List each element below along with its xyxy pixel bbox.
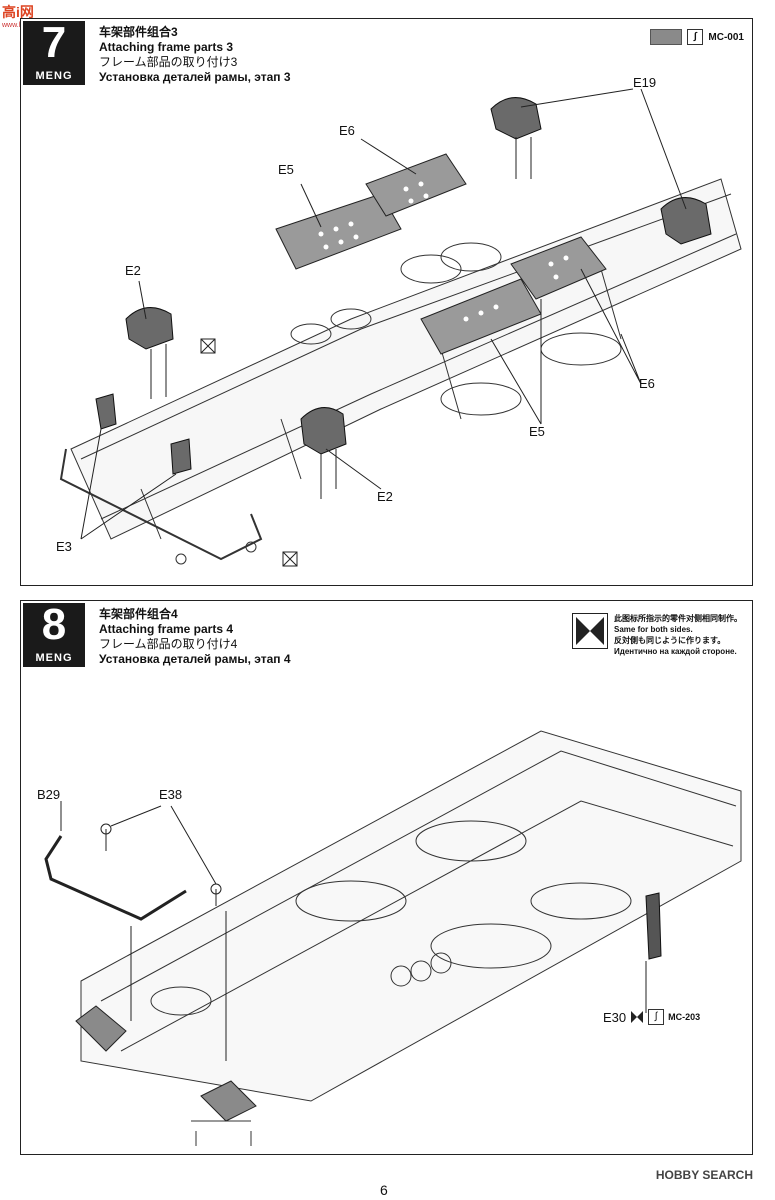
part-e3-b (170, 438, 192, 475)
step-7-title-en: Attaching frame parts 3 (99, 40, 234, 54)
label-e5-bottom: E5 (529, 424, 545, 439)
brush-icon: ∫ (687, 29, 704, 45)
note-ru: Идентично на каждой стороне. (614, 647, 737, 656)
step-7-diagram (59, 88, 742, 567)
page-number: 6 (380, 1182, 388, 1198)
step-7-badge: 7 MENG (23, 18, 85, 85)
step-7-number: 7 (41, 18, 67, 67)
part-e2-b (300, 407, 347, 455)
footer-logo: HOBBY SEARCH (655, 1168, 753, 1182)
label-e2-bottom: E2 (377, 489, 393, 504)
step-7-title-ru: Установка деталей рамы, этап 3 (99, 70, 291, 84)
label-e6-bottom: E6 (639, 376, 655, 391)
step-8-titles: 车架部件组合4 Attaching frame parts 4 フレーム部品の取… (99, 607, 291, 667)
step-8-number: 8 (41, 600, 67, 649)
step-8-title-jp: フレーム部品の取り付け4 (99, 637, 238, 651)
brush-icon-e30: ∫ (648, 1009, 665, 1025)
symmetry-icon-small (631, 1011, 644, 1023)
label-e38: E38 (159, 787, 183, 802)
step-7-brand: MENG (23, 70, 85, 82)
step-8-title-en: Attaching frame parts 4 (99, 622, 234, 636)
step-8-panel: 8 MENG 车架部件组合4 Attaching frame parts 4 フ… (20, 600, 753, 1155)
part-b29 (44, 835, 187, 921)
watermark-logo: 高i网 (2, 4, 34, 20)
part-e3-a (95, 393, 117, 430)
label-e2-top: E2 (125, 263, 141, 278)
label-e30: E30 (603, 1009, 627, 1025)
label-e19: E19 (633, 75, 657, 90)
label-e5-top: E5 (278, 162, 294, 177)
part-e19-a (490, 97, 542, 140)
paint-callout: ∫ MC-001 (650, 29, 744, 45)
label-e6-top: E6 (339, 123, 355, 138)
part-e30 (645, 892, 662, 960)
part-e19-b (660, 197, 712, 245)
paint-code: MC-001 (708, 31, 744, 43)
step-8-title-ru: Установка деталей рамы, этап 4 (99, 652, 291, 666)
note-en: Same for both sides. (614, 625, 693, 634)
label-e3: E3 (56, 539, 72, 554)
label-b29: B29 (37, 787, 61, 802)
note-cn: 此图标所指示的零件对侧相同制作。 (614, 614, 742, 623)
step-7-panel: 7 MENG 车架部件组合3 Attaching frame parts 3 フ… (20, 18, 753, 586)
step-7-title-jp: フレーム部品の取り付け3 (99, 55, 238, 69)
note-jp: 反対側も同じように作ります。 (614, 636, 726, 645)
step-8-badge: 8 MENG (23, 600, 85, 667)
e30-callout: E30 ∫ MC-203 (603, 1009, 700, 1025)
gray-swatch-icon (650, 29, 683, 45)
step-8-title-cn: 车架部件组合4 (99, 607, 178, 621)
step-7-titles: 车架部件组合3 Attaching frame parts 3 フレーム部品の取… (99, 25, 291, 85)
step-8-brand: MENG (23, 652, 85, 664)
step-8-diagram (44, 730, 742, 1146)
plate-e6-top (365, 153, 467, 217)
step-7-title-cn: 车架部件组合3 (99, 25, 178, 39)
paint-code-e30: MC-203 (668, 1012, 701, 1022)
symmetry-icon (572, 613, 608, 649)
part-e2-a (125, 307, 174, 350)
symmetry-note: 此图标所指示的零件对侧相同制作。 Same for both sides. 反対… (572, 613, 742, 657)
plate-e5-top (275, 193, 402, 270)
plate-e6-bottom (510, 236, 607, 300)
